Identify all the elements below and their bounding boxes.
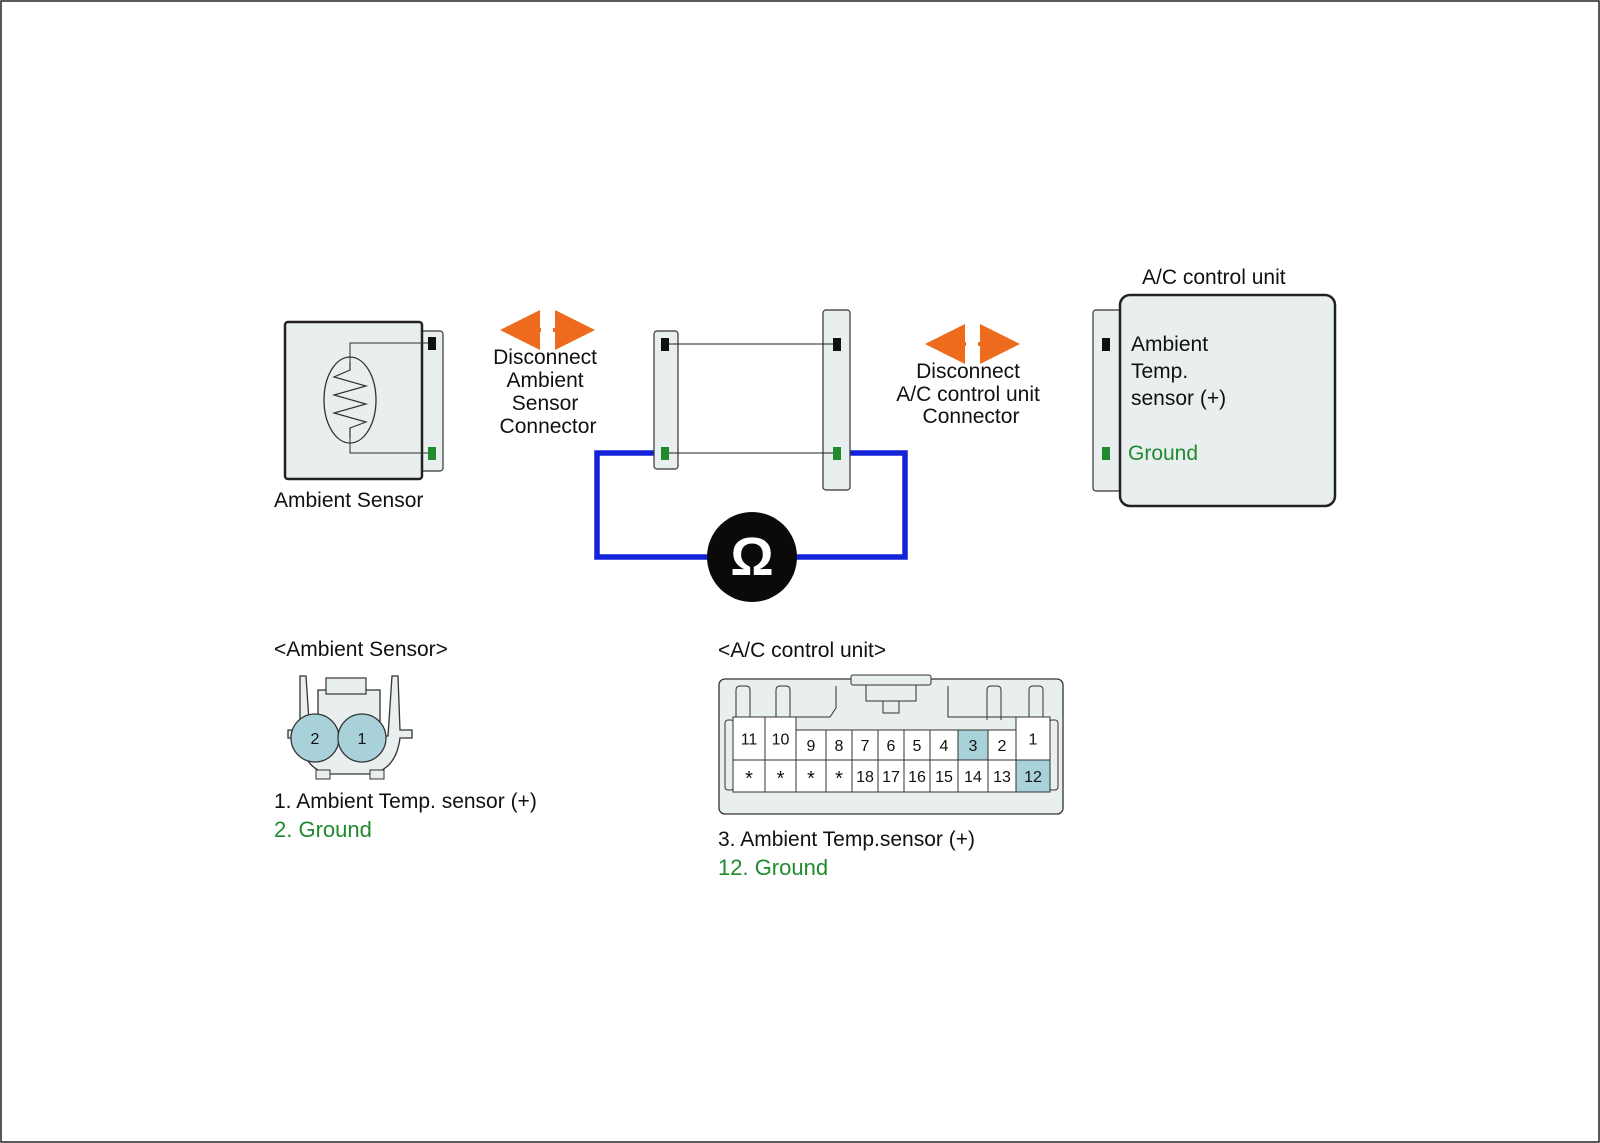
ambient-connector-latch <box>325 677 367 695</box>
ac-unit-pin-ground <box>1102 447 1110 460</box>
ohm-symbol: Ω <box>730 527 773 587</box>
ac-pin-9 <box>795 729 827 761</box>
ac-pin-3-label: 3 <box>969 738 978 755</box>
ac-unit-sensor-label: Ambient Temp. sensor (+) <box>1131 333 1226 410</box>
ac-connector-guide <box>1028 685 1044 720</box>
ac-pin-blank <box>825 759 853 793</box>
ac-pin-18 <box>851 759 879 793</box>
ac-pin-blank <box>764 759 797 793</box>
ac-pin-blank-label: * <box>777 768 785 790</box>
ohmmeter-icon <box>707 512 797 602</box>
resistor-zigzag <box>331 362 369 438</box>
ac-pin-15 <box>929 759 959 793</box>
ac-pin-18-label: 18 <box>856 769 874 786</box>
ac-pin-5-label: 5 <box>913 738 922 755</box>
ambient-sensor-label: Ambient Sensor <box>274 489 423 512</box>
ac-connector-face: <A/C control unit> 11*10*9*8*71861751641… <box>718 639 1064 880</box>
ac-pin-16 <box>903 759 931 793</box>
harness-connector-right <box>822 309 851 491</box>
ac-pin-5 <box>903 729 931 761</box>
ac-unit-pin-sensor <box>1102 338 1110 351</box>
ambient-pin-1-label: 1 <box>358 731 367 748</box>
harness-left-pin-top <box>661 338 669 351</box>
ac-pin-blank-label: * <box>745 768 753 790</box>
ac-pin-8-label: 8 <box>835 738 844 755</box>
ac-pin-grid: 11 * 10 * 9 * 8 * 7 18 6 17 5 16 4 15 3 14 2 13 1 12 <box>724 716 1059 793</box>
ac-unit-title: A/C control unit <box>1142 266 1286 289</box>
ac-unit-connector-tab <box>1092 309 1122 492</box>
ac-pin-blank <box>795 759 827 793</box>
ac-connector-latch <box>882 700 900 714</box>
disconnect-right-label: Disconnect A/C control unit Connector <box>896 360 1045 428</box>
ac-pin-13 <box>987 759 1017 793</box>
sensor-pin-1-terminal <box>428 337 436 350</box>
ac-pin-blank-label: * <box>835 768 843 790</box>
ac-connector-guide <box>986 685 1002 720</box>
ambient-pin-2-label: 2 <box>311 731 320 748</box>
ac-unit-body <box>1118 293 1337 508</box>
ac-connector-title: <A/C control unit> <box>718 639 886 662</box>
ac-pin-blank <box>732 759 766 793</box>
ac-pin-2 <box>987 729 1017 761</box>
ac-legend-1: 3. Ambient Temp.sensor (+) <box>718 828 975 851</box>
ambient-pin-1 <box>337 713 387 763</box>
ac-connector-latch <box>865 684 917 702</box>
ac-pin-14-label: 14 <box>964 769 982 786</box>
ac-pin-4-label: 4 <box>940 738 949 755</box>
harness-connector-left <box>653 330 679 470</box>
ac-pin-14 <box>957 759 989 793</box>
ac-connector-guide <box>735 685 751 720</box>
ac-connector-latch <box>850 674 932 686</box>
ambient-connector-title: <Ambient Sensor> <box>274 638 448 661</box>
ac-pin-10-label: 10 <box>772 732 790 749</box>
ac-pin-17-label: 17 <box>882 769 900 786</box>
sensor-lead-top <box>349 342 431 362</box>
ambient-legend-2: 2. Ground <box>274 817 372 842</box>
harness-right-pin-bottom <box>833 447 841 460</box>
ambient-connector-key <box>369 769 385 780</box>
ambient-connector-face: <Ambient Sensor> 2 1 1. Ambient Temp. se… <box>274 638 537 842</box>
ac-pin-13-label: 13 <box>993 769 1011 786</box>
harness-left-pin-bottom <box>661 447 669 460</box>
ac-pin-12-label: 12 <box>1024 769 1042 786</box>
ac-pin-12 <box>1015 759 1051 793</box>
ac-pin-6-label: 6 <box>887 738 896 755</box>
ac-connector-guide <box>775 685 791 720</box>
ac-connector-shoulder <box>765 686 1020 718</box>
ac-pin-7-label: 7 <box>861 738 870 755</box>
ac-control-unit: A/C control unit Ambient Temp. sensor (+… <box>1092 266 1337 508</box>
ac-pin-3 <box>957 729 989 761</box>
ambient-legend-1: 1. Ambient Temp. sensor (+) <box>274 790 537 813</box>
ac-pin-blank-label: * <box>807 768 815 790</box>
ambient-sensor: Ambient Sensor <box>274 320 444 512</box>
ac-pin-16-label: 16 <box>908 769 926 786</box>
disconnect-left-label: Disconnect Ambient Sensor Connector <box>493 346 603 438</box>
ac-pin-9-label: 9 <box>807 738 816 755</box>
ac-pin-15-label: 15 <box>935 769 953 786</box>
sensor-lead-bottom <box>349 438 431 454</box>
sensor-pin-2-terminal <box>428 447 436 460</box>
ac-legend-2: 12. Ground <box>718 855 828 880</box>
ac-pin-2-label: 2 <box>998 738 1007 755</box>
ac-pin-1-label: 1 <box>1029 732 1038 749</box>
ac-unit-ground-label: Ground <box>1128 442 1198 465</box>
ambient-connector-key <box>315 769 331 780</box>
ac-pin-11-label: 11 <box>741 732 758 749</box>
harness-right-pin-top <box>833 338 841 351</box>
